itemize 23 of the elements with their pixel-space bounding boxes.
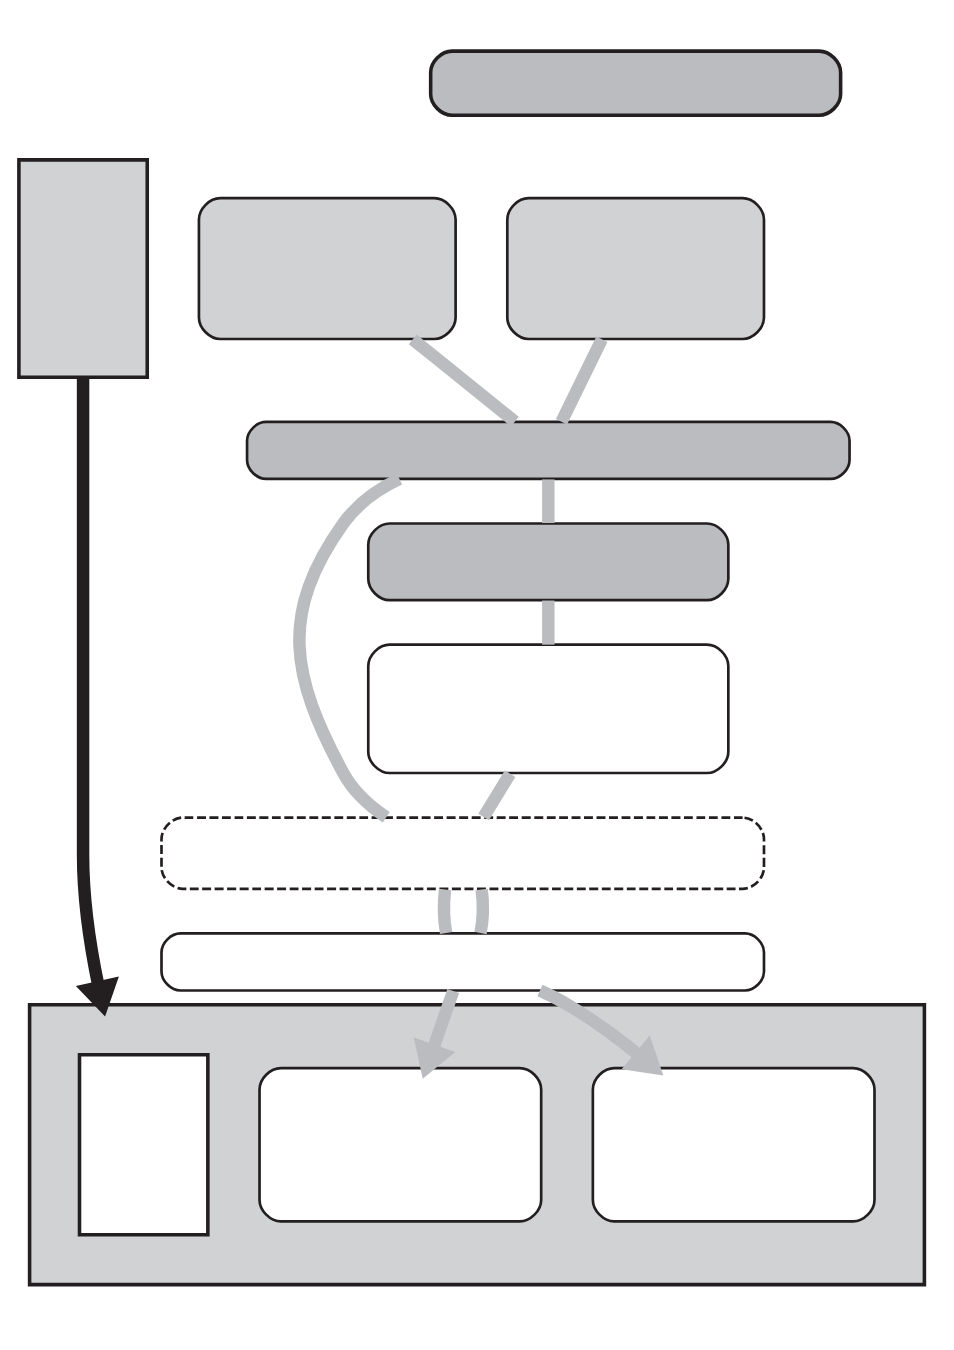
- node-box: [197, 196, 457, 341]
- node-box: [366, 522, 730, 602]
- node-box: [428, 49, 843, 118]
- node-box: [17, 158, 149, 380]
- node-box: [366, 643, 730, 775]
- connector: [555, 336, 608, 425]
- connector: [542, 479, 555, 524]
- connector: [478, 770, 516, 821]
- node-box: [505, 196, 766, 341]
- node-box: [258, 1066, 543, 1223]
- connector: [474, 888, 489, 935]
- connector: [408, 334, 519, 427]
- connector: [542, 600, 555, 645]
- connector: [437, 888, 453, 935]
- arrow: [75, 377, 119, 1017]
- arrow: [413, 988, 460, 1079]
- node-box: [591, 1066, 876, 1223]
- arrow: [537, 984, 664, 1076]
- node-box: [77, 1052, 210, 1237]
- node-box: [160, 816, 766, 891]
- cluster: [27, 1003, 927, 1287]
- node-box: [245, 420, 851, 481]
- node-box: [160, 932, 766, 992]
